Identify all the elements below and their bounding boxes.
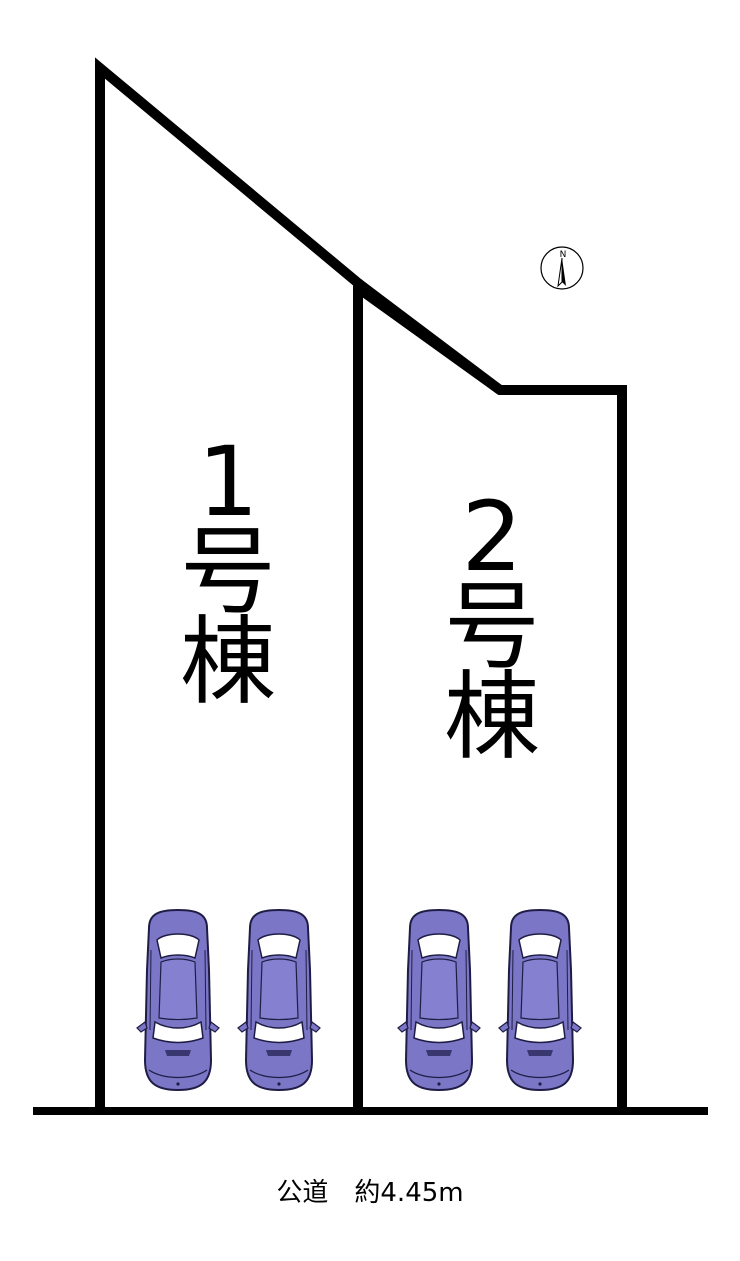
north-arrow-letter: N: [560, 250, 567, 260]
north-arrow-icon: N: [540, 246, 584, 290]
lot-2-number: 2: [461, 481, 522, 593]
lot-2-char-tou: 棟: [444, 661, 540, 773]
lot-2-label: 2 号 棟: [444, 481, 540, 773]
lot-diagonal-edge: [354, 279, 504, 394]
lot-1-number: 1: [197, 426, 258, 538]
road-label: 公道 約4.45m: [276, 1178, 464, 1208]
lot-2-char-gou: 号: [444, 571, 540, 683]
lot-1-char-tou: 棟: [180, 606, 276, 718]
lot-1-boundary: [95, 57, 363, 1111]
car-icon: [498, 909, 582, 1091]
car-icon: [136, 909, 220, 1091]
lot-1-label: 1 号 棟: [180, 426, 276, 718]
car-icon: [397, 909, 481, 1091]
car-icon: [237, 909, 321, 1091]
lot-boundaries: [95, 57, 627, 1111]
lot-1-char-gou: 号: [180, 516, 276, 628]
